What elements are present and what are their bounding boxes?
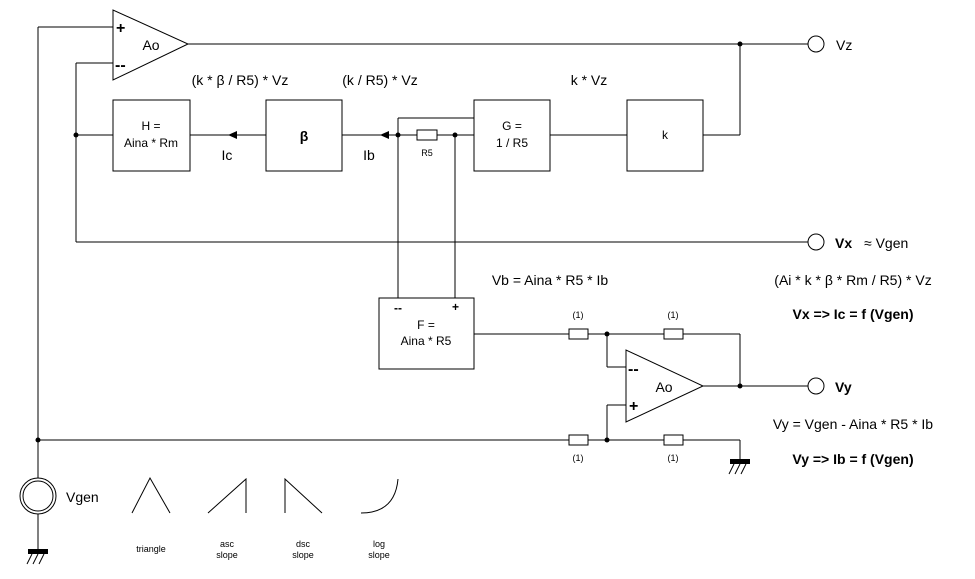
- resistor-f-out-label: (1): [573, 310, 584, 320]
- block-h-line1: H =: [141, 119, 160, 133]
- resistor-ground-label: (1): [668, 453, 679, 463]
- signal-label-k-r5: (k / R5) * Vz: [342, 72, 417, 88]
- opamp-bottom-minus: --: [628, 361, 639, 378]
- block-g: G = 1 / R5: [473, 99, 551, 172]
- signal-label-k-vz: k * Vz: [571, 72, 608, 88]
- opamp-bottom: -- + Ao: [625, 349, 705, 423]
- asc-slope-wave-icon: asc slope: [207, 477, 247, 560]
- ib-arrow-icon: [380, 131, 389, 139]
- block-g-line1: G =: [502, 119, 522, 133]
- waveform-legend: triangle asc slope dsc slope log slope: [131, 476, 399, 560]
- block-g-line2: 1 / R5: [496, 136, 528, 150]
- vx-function: Vx => Ic = f (Vgen): [793, 306, 914, 322]
- block-f: -- + F = Aina * R5: [378, 297, 475, 370]
- block-f-minus: --: [394, 301, 402, 315]
- terminal-vx: Vx ≈ Vgen: [807, 233, 908, 251]
- vgen-label: Vgen: [66, 489, 99, 505]
- opamp-top-minus: --: [115, 57, 126, 74]
- block-k-label: k: [662, 128, 669, 142]
- waveform-label: triangle: [136, 544, 166, 554]
- ib-label: Ib: [363, 147, 375, 163]
- resistor-feedback: (1): [663, 310, 684, 340]
- opamp-top-label: Ao: [142, 37, 159, 53]
- block-h-line2: Aina * Rm: [124, 136, 178, 150]
- waveform-label-line2: slope: [292, 550, 314, 560]
- waveform-label: asc: [220, 539, 235, 549]
- terminal-vy-label: Vy: [835, 379, 852, 395]
- dsc-slope-wave-icon: dsc slope: [284, 477, 323, 560]
- wires: [37, 26, 808, 550]
- log-slope-wave-icon: log slope: [360, 478, 399, 560]
- opamp-top: + -- Ao: [112, 9, 190, 81]
- resistor-vgen-in-label: (1): [573, 453, 584, 463]
- resistor-ground: (1): [663, 434, 684, 463]
- resistor-r5: R5: [416, 129, 438, 158]
- terminal-vx-label: Vx: [835, 235, 852, 251]
- block-h: H = Aina * Rm: [112, 99, 191, 172]
- ic-arrow-icon: [228, 131, 237, 139]
- opamp-bottom-label: Ao: [655, 379, 672, 395]
- terminal-vz: Vz: [807, 35, 852, 53]
- opamp-bottom-plus: +: [629, 398, 638, 415]
- waveform-label: log: [373, 539, 385, 549]
- opamp-top-plus: +: [116, 20, 125, 37]
- block-f-plus: +: [452, 300, 459, 314]
- triangle-wave-icon: triangle: [131, 476, 171, 554]
- resistor-feedback-label: (1): [668, 310, 679, 320]
- block-f-line2: Aina * R5: [401, 334, 452, 348]
- waveform-label-line2: slope: [368, 550, 390, 560]
- waveform-label-line2: slope: [216, 550, 238, 560]
- vy-equation: Vy = Vgen - Aina * R5 * Ib: [773, 416, 933, 432]
- vb-equation: Vb = Aina * R5 * Ib: [492, 272, 609, 288]
- block-k: k: [626, 99, 704, 172]
- resistor-vgen-in: (1): [568, 434, 589, 463]
- voltage-source-vgen: Vgen: [19, 477, 99, 515]
- vx-expression: (Ai * k * β * Rm / R5) * Vz: [774, 272, 931, 288]
- junction-dots: [35, 41, 743, 443]
- terminal-vy: Vy: [807, 377, 852, 395]
- ic-label: Ic: [222, 147, 233, 163]
- resistor-f-out: (1): [568, 310, 589, 340]
- ground-icon: [26, 549, 48, 565]
- ground-icon: [728, 459, 750, 475]
- signal-label-k-beta-r5: (k * β / R5) * Vz: [192, 72, 289, 88]
- block-beta-label: β: [300, 128, 309, 144]
- block-beta: β: [265, 99, 343, 172]
- terminal-vx-note: ≈ Vgen: [864, 235, 908, 251]
- block-f-line1: F =: [417, 318, 435, 332]
- vy-function: Vy => Ib = f (Vgen): [792, 451, 913, 467]
- r5-label: R5: [421, 148, 433, 158]
- waveform-label: dsc: [296, 539, 311, 549]
- terminal-vz-label: Vz: [836, 37, 852, 53]
